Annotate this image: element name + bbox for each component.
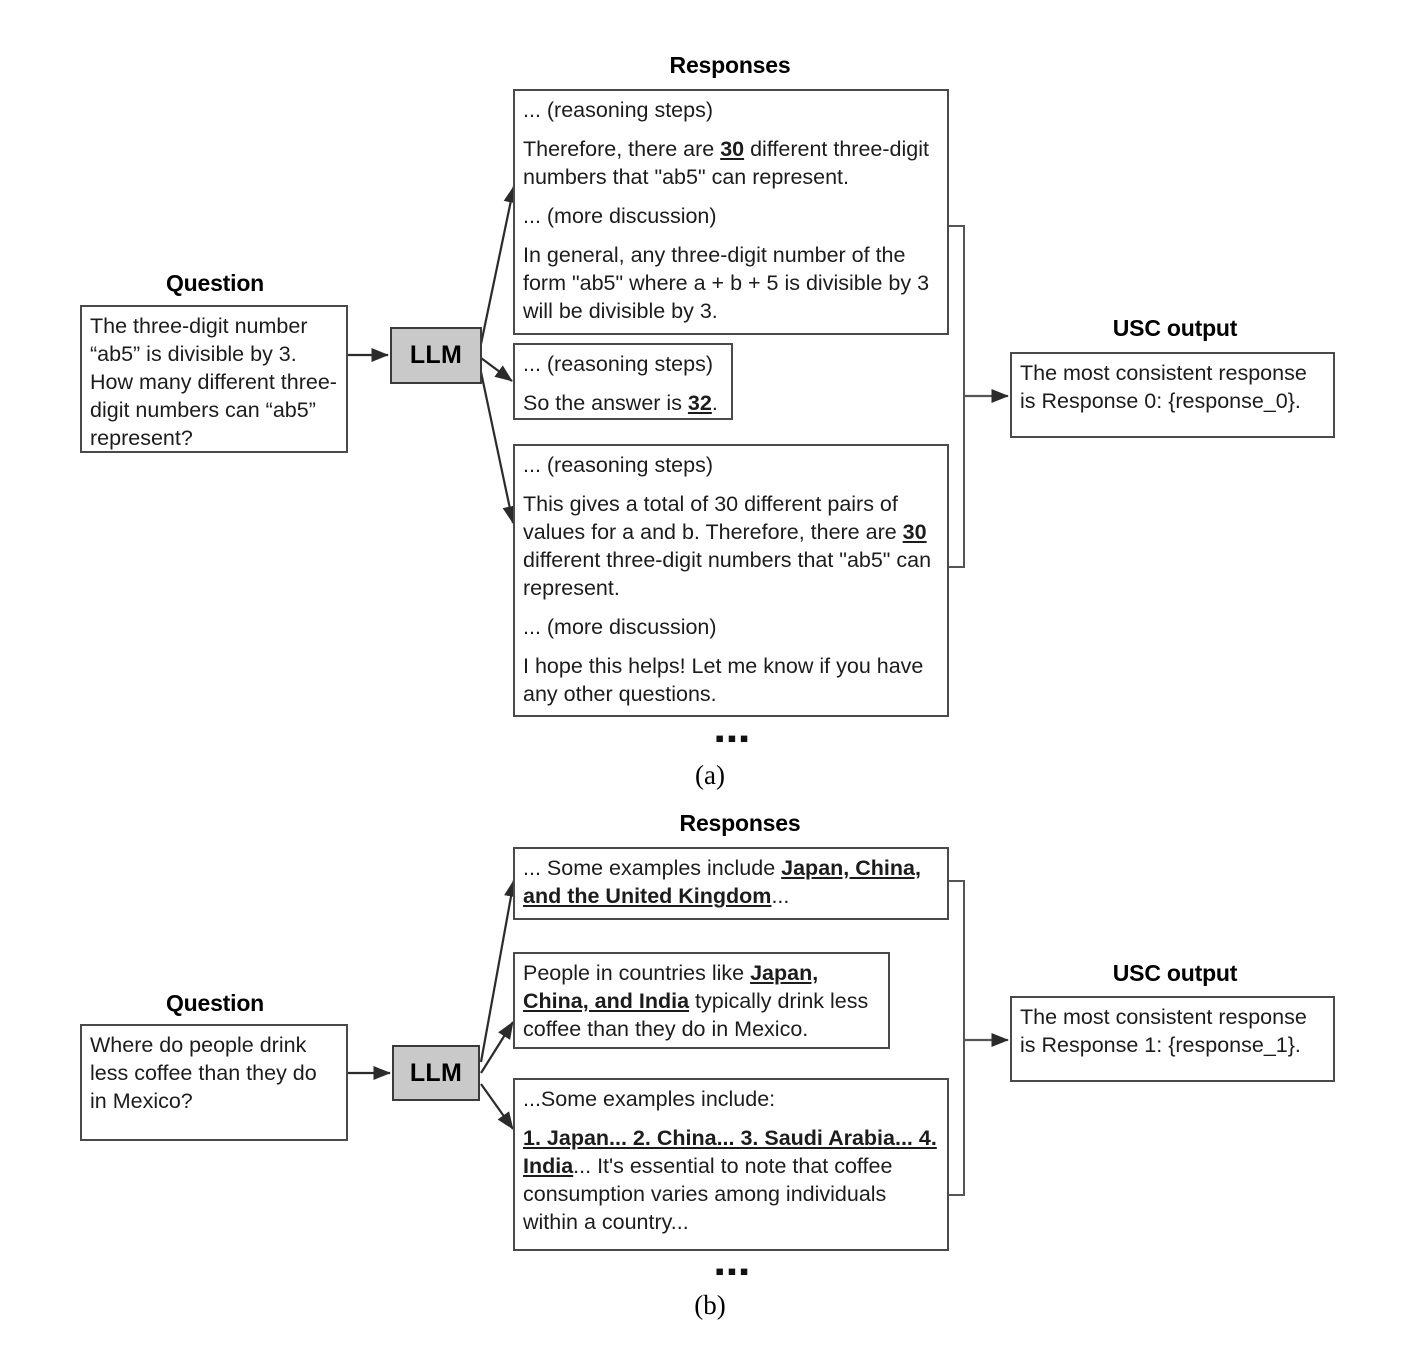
response-b-0-line-0: ... Some examples include Japan, China, … [523, 856, 921, 908]
usc-output-box-a: The most consistent response is Response… [1010, 352, 1335, 438]
response-a-2-line-3: I hope this helps! Let me know if you ha… [523, 653, 924, 706]
response-box-b-1: People in countries like Japan, China, a… [513, 952, 890, 1049]
response-a-1-line-0: ... (reasoning steps) [523, 352, 714, 376]
responses-header-b: Responses [679, 810, 801, 836]
response-box-b-0: ... Some examples include Japan, China, … [513, 847, 949, 920]
response-a-1-line-1: So the answer is 32. [523, 390, 718, 415]
question-box-b: Where do people drink less coffee than t… [80, 1024, 348, 1141]
bracket-responses-b [948, 880, 965, 1196]
question-text-a: The three-digit number “ab5” is divisibl… [90, 314, 337, 450]
response-a-0-line-1: Therefore, there are 30 different three-… [523, 136, 929, 189]
arrow-llm-to-response-a2 [480, 357, 513, 382]
response-box-b-2: ...Some examples include: 1. Japan... 2.… [513, 1078, 949, 1251]
figure-caption-a: (a) [695, 760, 725, 790]
arrow-llm-to-response-a1 [479, 185, 518, 345]
response-b-1-line-0: People in countries like Japan, China, a… [523, 961, 869, 1041]
usc-output-box-b: The most consistent response is Response… [1010, 996, 1335, 1082]
usc-output-header-a: USC output [1112, 315, 1238, 341]
usc-output-text-b: The most consistent response is Response… [1020, 1005, 1307, 1057]
response-a-0-line-2: ... (more discussion) [523, 203, 717, 228]
response-box-a-1: ... (reasoning steps) So the answer is 3… [513, 343, 733, 420]
llm-box-b: LLM [392, 1045, 480, 1101]
response-a-0-line-3: In general, any three-digit number of th… [523, 242, 930, 323]
usc-output-header-b: USC output [1112, 960, 1238, 986]
arrow-llm-to-response-b1 [479, 879, 518, 1063]
response-a-2-line-0: ... (reasoning steps) [523, 453, 714, 477]
question-header-b: Question [165, 990, 265, 1016]
question-box-a: The three-digit number “ab5” is divisibl… [80, 305, 348, 453]
response-b-2-line-1: 1. Japan... 2. China... 3. Saudi Arabia.… [523, 1125, 937, 1234]
response-box-a-0: ... (reasoning steps) Therefore, there a… [513, 89, 949, 335]
arrow-llm-to-response-b3 [480, 1083, 514, 1130]
responses-header-a: Responses [669, 52, 791, 78]
response-b-2-line-0: ...Some examples include: [523, 1087, 776, 1111]
figure-caption-b: (b) [694, 1290, 726, 1320]
arrow-llm-to-response-a3 [479, 371, 517, 524]
response-a-0-line-0: ... (reasoning steps) [523, 98, 714, 122]
llm-box-a: LLM [390, 327, 482, 384]
arrow-llm-to-response-b2 [480, 1021, 514, 1074]
response-a-2-line-2: ... (more discussion) [523, 614, 717, 639]
response-a-2-line-1: This gives a total of 30 different pairs… [523, 491, 932, 600]
usc-output-text-a: The most consistent response is Response… [1020, 361, 1307, 413]
response-box-a-2: ... (reasoning steps) This gives a total… [513, 444, 949, 717]
question-header-a: Question [165, 270, 265, 296]
responses-ellipsis-b: ▪▪▪ [715, 1256, 752, 1286]
responses-ellipsis-a: ▪▪▪ [715, 723, 752, 753]
bracket-responses-a [948, 225, 965, 568]
question-text-b: Where do people drink less coffee than t… [90, 1033, 317, 1113]
